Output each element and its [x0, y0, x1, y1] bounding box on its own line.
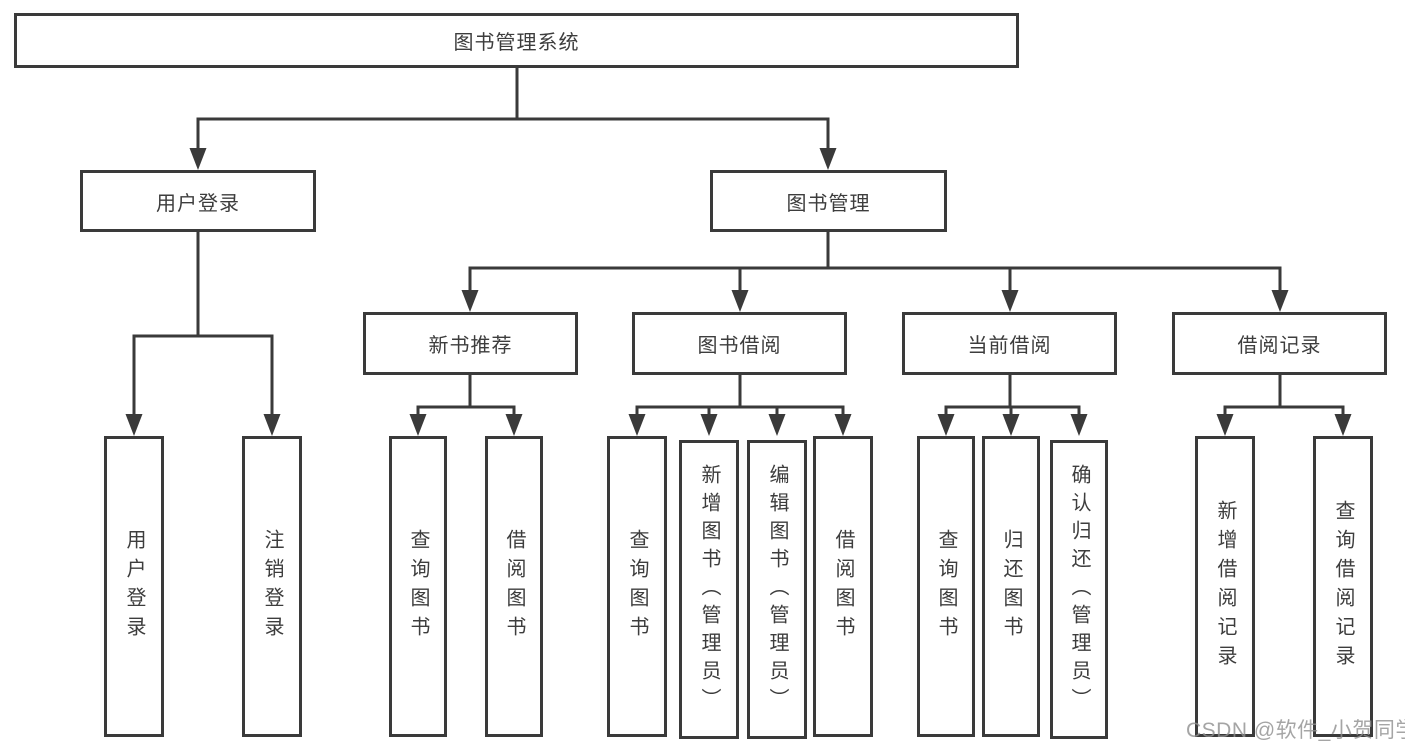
leaf-logout: 注销登录	[242, 436, 302, 737]
leaf-query-borrow-record: 查询借阅记录	[1313, 436, 1373, 737]
connector-borrow-records-to-leaves	[1223, 375, 1345, 420]
leaf-add-borrow-record: 新增借阅记录	[1195, 436, 1255, 737]
connector-book-management-to-level3	[468, 232, 1282, 296]
connector-lines	[132, 68, 1345, 420]
connector-current-borrowing-to-leaves	[944, 375, 1081, 420]
node-book-borrowing: 图书借阅	[632, 312, 847, 375]
connector-new-book-recommend-to-leaves	[416, 375, 516, 420]
leaf-query-books-recommend: 查询图书	[389, 436, 447, 737]
arrowheads	[125, 148, 1352, 436]
connector-user-login-to-leaves	[132, 232, 274, 420]
leaf-query-books-borrowing: 查询图书	[607, 436, 667, 737]
node-new-book-recommend: 新书推荐	[363, 312, 578, 375]
leaf-confirm-return-admin: 确认归还（管理员）	[1050, 440, 1108, 739]
connector-root-to-level2	[196, 68, 830, 154]
leaf-return-books: 归还图书	[982, 436, 1040, 737]
node-user-login: 用户登录	[80, 170, 316, 232]
leaf-borrow-books-recommend: 借阅图书	[485, 436, 543, 737]
leaf-borrow-books-borrowing: 借阅图书	[813, 436, 873, 737]
node-borrow-records: 借阅记录	[1172, 312, 1387, 375]
connector-book-borrowing-to-leaves	[635, 375, 845, 420]
leaf-add-book-admin: 新增图书（管理员）	[679, 440, 739, 739]
leaf-user-login: 用户登录	[104, 436, 164, 737]
node-book-management: 图书管理	[710, 170, 947, 232]
leaf-query-books-current: 查询图书	[917, 436, 975, 737]
node-current-borrowing: 当前借阅	[902, 312, 1117, 375]
leaf-edit-book-admin: 编辑图书（管理员）	[747, 440, 807, 739]
csdn-watermark: CSDN @软件_小贺同学	[1186, 719, 1405, 742]
node-library-system: 图书管理系统	[14, 13, 1019, 68]
